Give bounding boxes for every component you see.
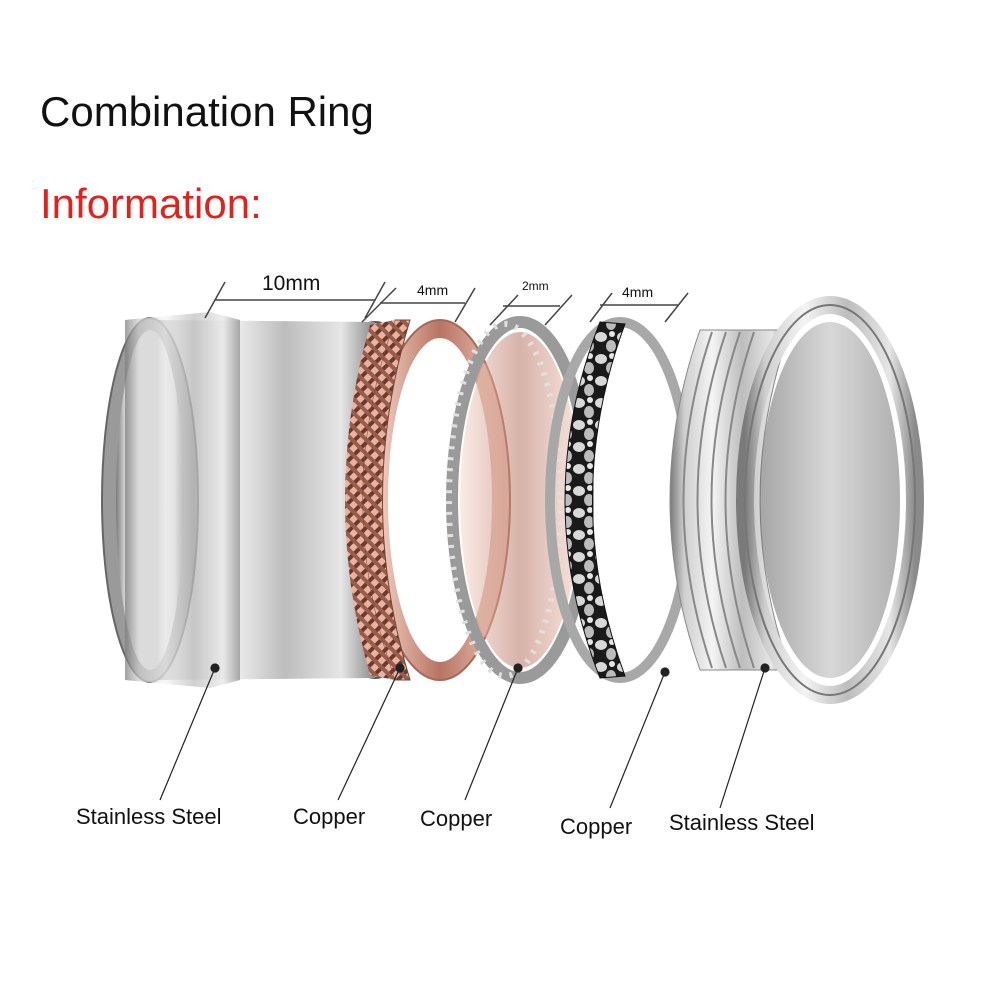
material-label-stainless-steel-2: Stainless Steel (669, 810, 815, 835)
dimension-label-10mm: 10mm (262, 272, 321, 295)
dimension-label-2mm: 2mm (522, 279, 549, 293)
dimension-label-4mm-a: 4mm (417, 282, 449, 298)
ring-stainless-steel-grooved (669, 296, 924, 704)
dimension-label-4mm-b: 4mm (622, 284, 654, 300)
page-title: Combination Ring (40, 88, 374, 135)
ring-copper-spotted (545, 317, 695, 683)
info-heading: Information: (40, 180, 262, 227)
material-label-copper-1: Copper (293, 804, 366, 829)
leader-lines (159, 663, 770, 809)
dimension-lines (204, 281, 689, 326)
material-label-copper-2: Copper (420, 806, 493, 831)
material-label-copper-3: Copper (560, 814, 633, 839)
material-label-stainless-steel-1: Stainless Steel (76, 804, 222, 829)
